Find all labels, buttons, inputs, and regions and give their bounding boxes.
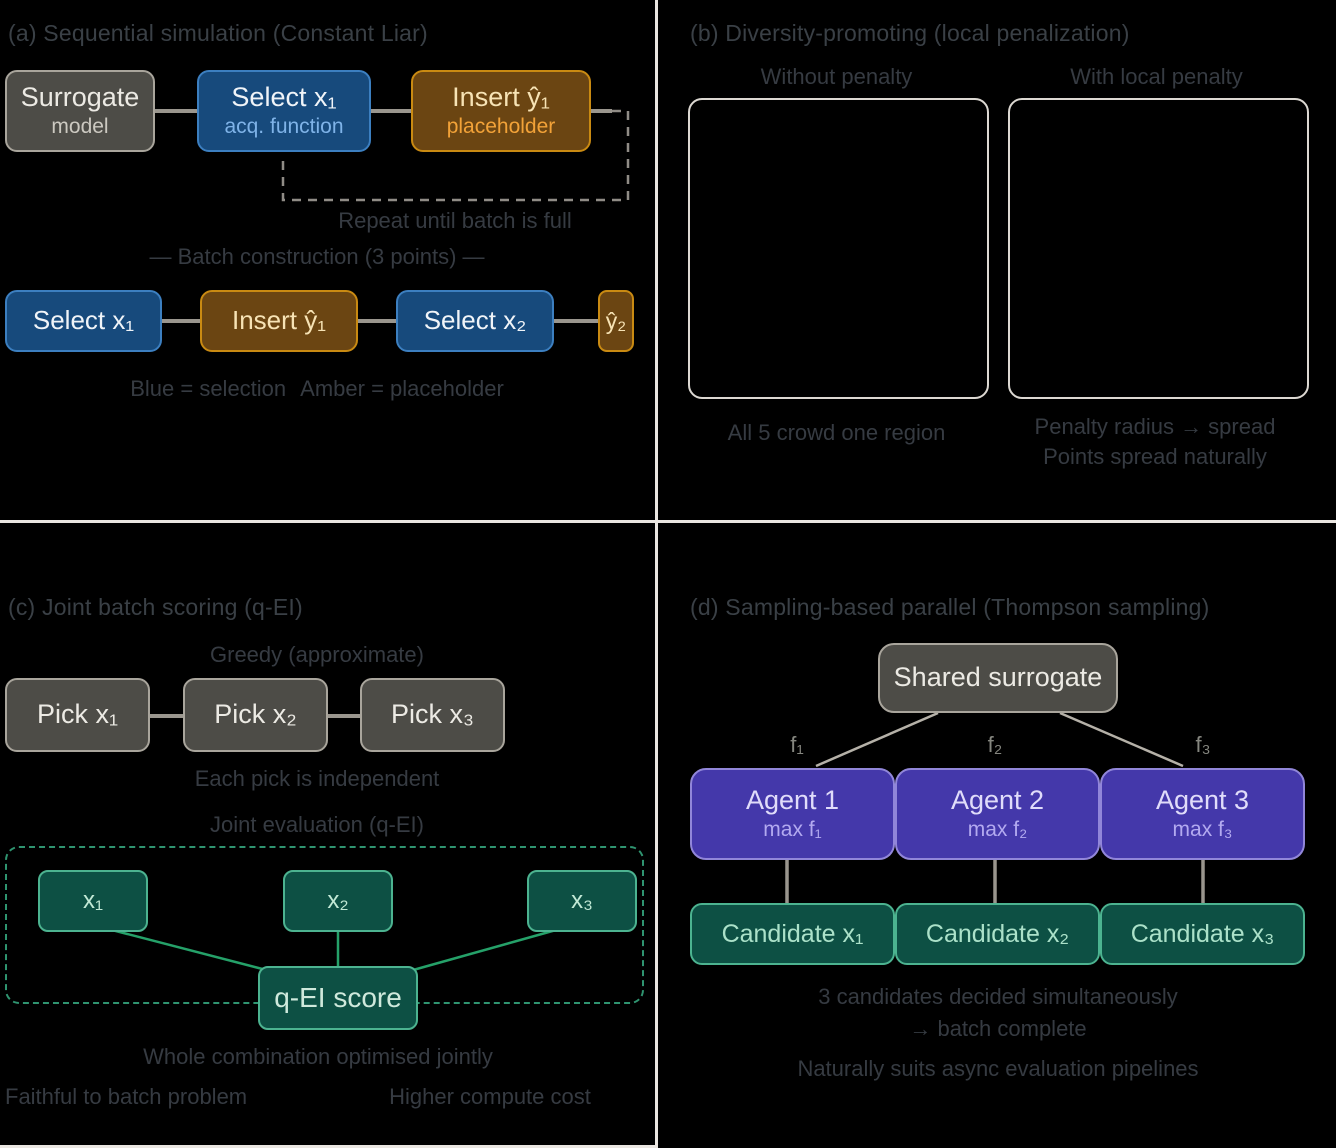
box-subtitle: max f₃ <box>1172 818 1233 842</box>
greedy-label: Greedy (approximate) <box>210 642 424 667</box>
box-title: Surrogate <box>20 82 140 113</box>
legend-amber: Amber = placeholder <box>300 376 504 401</box>
batch-select-x1-box: Select x₁ <box>5 290 162 352</box>
pro-caption: Faithful to batch problem <box>5 1084 248 1109</box>
repeat-loop-dashed-path <box>281 109 630 202</box>
box-subtitle: model <box>51 115 109 139</box>
box-title: Agent 3 <box>1155 785 1250 816</box>
box-title: ŷ₂ <box>605 307 627 334</box>
joint-x1-box: x₁ <box>38 870 148 932</box>
d-caption-2: → batch complete <box>909 1016 1087 1041</box>
box-title: Select x₁ <box>231 82 337 113</box>
pick-x2-box: Pick x₂ <box>183 678 328 752</box>
box-title: x₃ <box>571 887 593 915</box>
agent-3-box: Agent 3 max f₃ <box>1100 768 1305 860</box>
candidate-x2-box: Candidate x₂ <box>895 903 1100 965</box>
without-penalty-panel <box>688 98 989 399</box>
box-title: Agent 1 <box>745 785 840 816</box>
with-penalty-caption-1: Penalty radius → spread <box>1034 414 1276 439</box>
candidate-x1-box: Candidate x₁ <box>690 903 895 965</box>
joint-x2-box: x₂ <box>283 870 393 932</box>
pick-x1-box: Pick x₁ <box>5 678 150 752</box>
without-penalty-label: Without penalty <box>760 64 913 89</box>
box-title: Select x₂ <box>423 305 527 336</box>
box-title: Candidate x₁ <box>721 919 864 948</box>
box-title: Pick x₂ <box>214 699 297 730</box>
panel-d-title: (d) Sampling-based parallel (Thompson sa… <box>690 594 1210 620</box>
box-subtitle: acq. function <box>224 115 344 139</box>
legend-blue: Blue = selection <box>130 376 287 401</box>
with-penalty-label: With local penalty <box>1070 64 1243 89</box>
box-title: Insert ŷ₁ <box>452 82 550 113</box>
panel-a-title: (a) Sequential simulation (Constant Liar… <box>8 20 428 46</box>
box-title: Shared surrogate <box>893 662 1103 693</box>
with-penalty-panel <box>1008 98 1309 399</box>
shared-surrogate-box: Shared surrogate <box>878 643 1118 713</box>
box-title: Pick x₁ <box>36 699 119 730</box>
batch-select-x2-box: Select x₂ <box>396 290 554 352</box>
d-sample-line-f1 <box>815 711 939 768</box>
joint-caption: Whole combination optimised jointly <box>143 1044 493 1069</box>
box-title: Insert ŷ₁ <box>231 305 327 336</box>
box-title: x₁ <box>82 887 104 915</box>
repeat-loop-label: Repeat until batch is full <box>338 208 572 233</box>
without-penalty-caption: All 5 crowd one region <box>727 420 946 445</box>
batch-insert-y1-box: Insert ŷ₁ <box>200 290 358 352</box>
d-caption-3: Naturally suits async evaluation pipelin… <box>797 1056 1199 1081</box>
box-title: x₂ <box>327 887 349 915</box>
with-penalty-caption-2: Points spread naturally <box>1043 444 1267 469</box>
qei-score-box: q-EI score <box>258 966 418 1030</box>
select-x1-box: Select x₁ acq. function <box>197 70 371 152</box>
box-title: Candidate x₃ <box>1130 919 1275 948</box>
vertical-divider <box>655 0 658 1148</box>
d-caption-1: 3 candidates decided simultaneously <box>818 984 1178 1009</box>
surrogate-model-box: Surrogate model <box>5 70 155 152</box>
box-subtitle: max f₁ <box>763 818 822 842</box>
insert-y1-box: Insert ŷ₁ placeholder <box>411 70 591 152</box>
box-title: Agent 2 <box>950 785 1045 816</box>
box-title: Pick x₃ <box>390 699 474 730</box>
panel-b-title: (b) Diversity-promoting (local penalizat… <box>690 20 1130 46</box>
agent-2-box: Agent 2 max f₂ <box>895 768 1100 860</box>
joint-evaluation-label: Joint evaluation (q-EI) <box>210 812 424 837</box>
box-title: Select x₁ <box>32 305 135 336</box>
box-title: Candidate x₂ <box>925 919 1070 948</box>
greedy-caption: Each pick is independent <box>194 766 440 791</box>
joint-x3-box: x₃ <box>527 870 637 932</box>
candidate-x3-box: Candidate x₃ <box>1100 903 1305 965</box>
box-title: q-EI score <box>274 981 402 1013</box>
bottom-left-border <box>0 1145 656 1148</box>
con-caption: Higher compute cost <box>389 1084 591 1109</box>
sample-label-f2: f₂ <box>987 732 1003 757</box>
box-subtitle: placeholder <box>446 115 556 139</box>
c-joint-link-1 <box>111 928 275 974</box>
d-sample-line-f3 <box>1059 711 1184 768</box>
batch-y2-box: ŷ₂ <box>598 290 634 352</box>
sample-label-f1: f₁ <box>790 732 804 757</box>
pick-x3-box: Pick x₃ <box>360 678 505 752</box>
sample-label-f3: f₃ <box>1195 732 1211 757</box>
c-joint-link-3 <box>405 928 557 974</box>
batch-construction-label: — Batch construction (3 points) — <box>149 244 485 269</box>
box-subtitle: max f₂ <box>967 818 1028 842</box>
agent-1-box: Agent 1 max f₁ <box>690 768 895 860</box>
panel-c-title: (c) Joint batch scoring (q-EI) <box>8 594 303 620</box>
horizontal-divider <box>0 520 1336 523</box>
color-legend: Blue = selection Amber = placeholder <box>0 376 634 402</box>
